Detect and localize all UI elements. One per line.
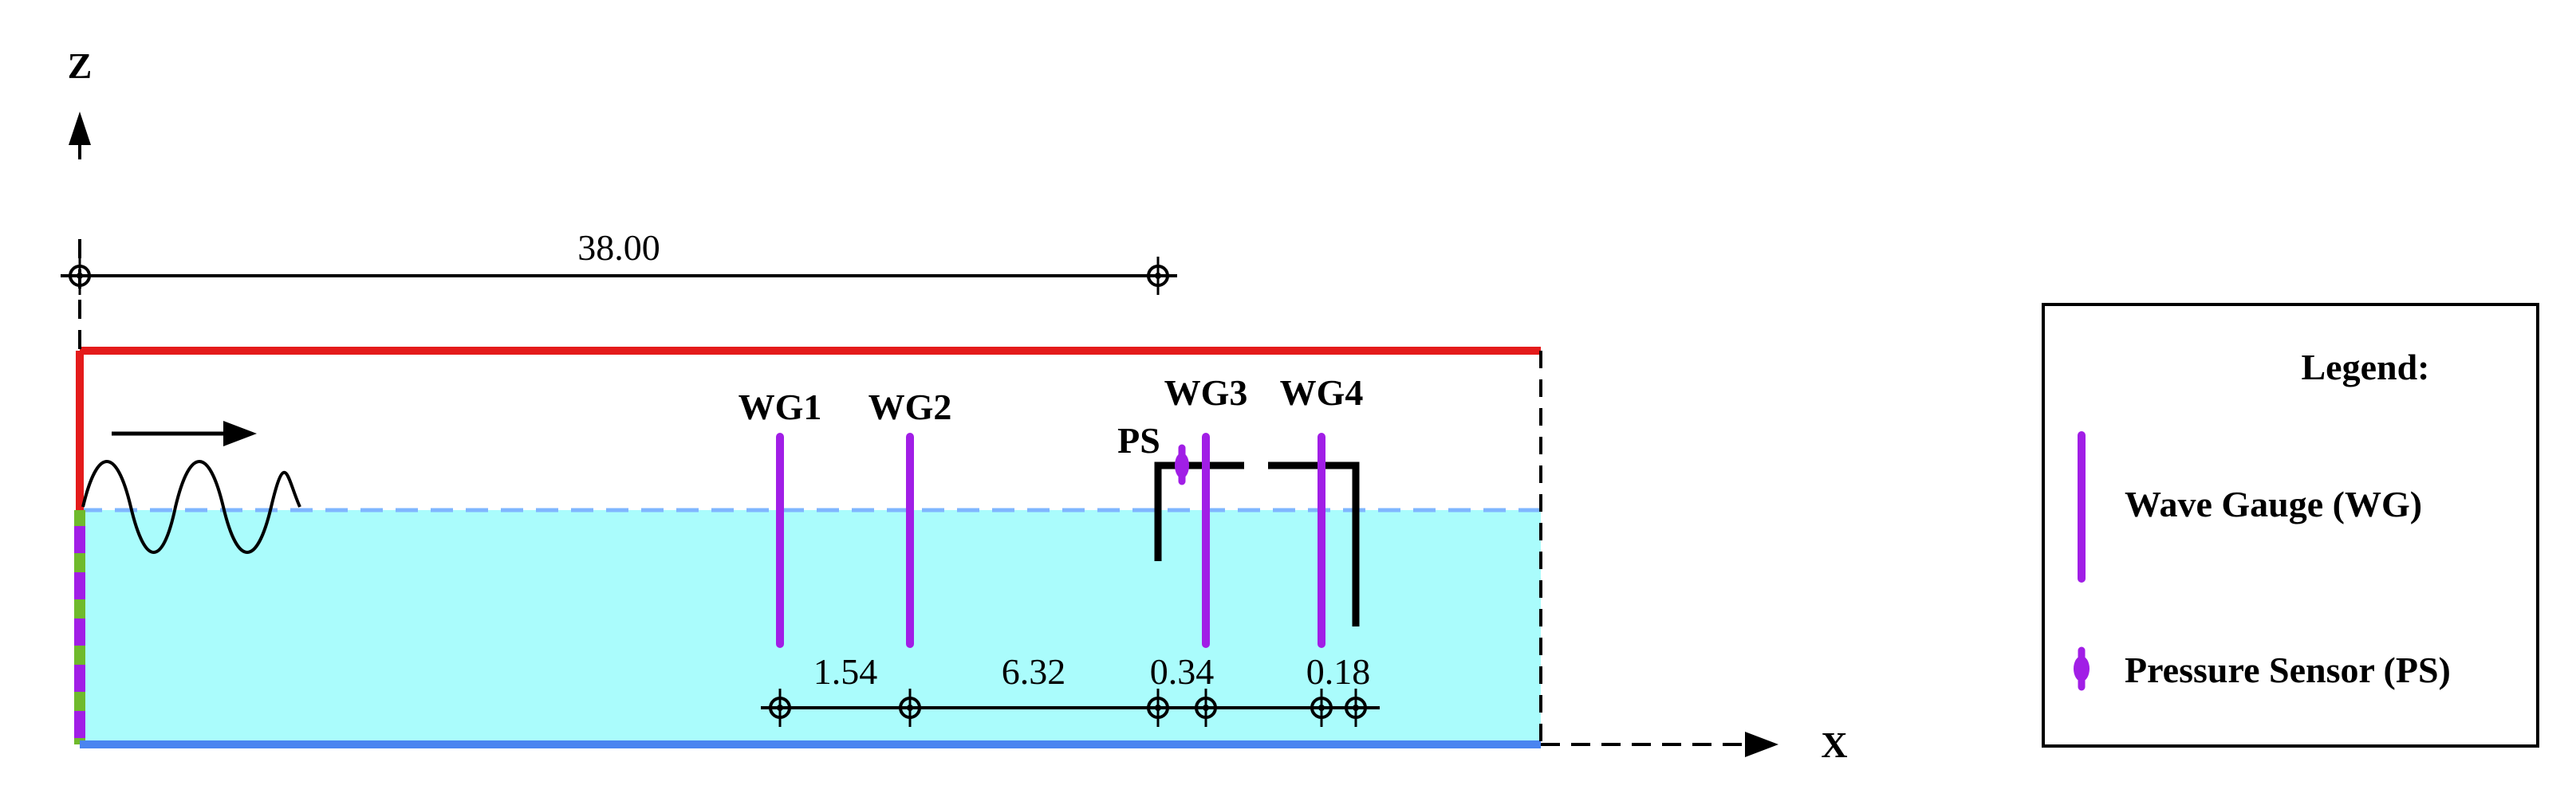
legend-item-wave-gauge: Wave Gauge (WG) [2125,484,2422,524]
top-dimension-value: 38.00 [577,227,660,268]
wg4-label: WG4 [1280,372,1364,413]
structure-left-part [1154,461,1244,561]
dimension-target-icon [1147,689,1169,727]
wg2-label: WG2 [869,387,952,427]
legend-item-pressure-sensor: Pressure Sensor (PS) [2125,650,2451,690]
dimension-wg1-wg2: 1.54 [813,651,878,692]
dimension-wg4-wall: 0.18 [1306,651,1371,692]
dimension-target-icon [1310,689,1333,727]
legend-title: Legend: [2302,347,2430,387]
z-axis-arrowhead [69,112,91,145]
dimension-target-icon [899,689,921,727]
ps-label: PS [1117,420,1160,461]
pressure-sensor-icon [2074,646,2090,691]
z-axis-label: Z [68,45,93,86]
incident-wave-icon [81,460,301,554]
x-axis-arrowhead [1745,732,1778,757]
legend-box [2042,303,2539,748]
wg3-label: WG3 [1164,372,1248,413]
dimension-target-icon [1345,689,1367,727]
pressure-sensor [1175,444,1189,485]
dimension-target-icon [69,257,91,295]
wg1-label: WG1 [739,387,822,427]
dimension-target-icon [769,689,791,727]
dimension-target-icon [1147,257,1169,295]
dimension-target-icon [1195,689,1217,727]
x-axis-label: X [1821,725,1847,765]
wave-direction-arrowhead [223,421,257,446]
structure-right-part [1268,461,1360,626]
water-region [80,510,1541,744]
dimension-wg2-structure: 6.32 [1002,651,1066,692]
dimension-structure-wg3: 0.34 [1150,651,1215,692]
